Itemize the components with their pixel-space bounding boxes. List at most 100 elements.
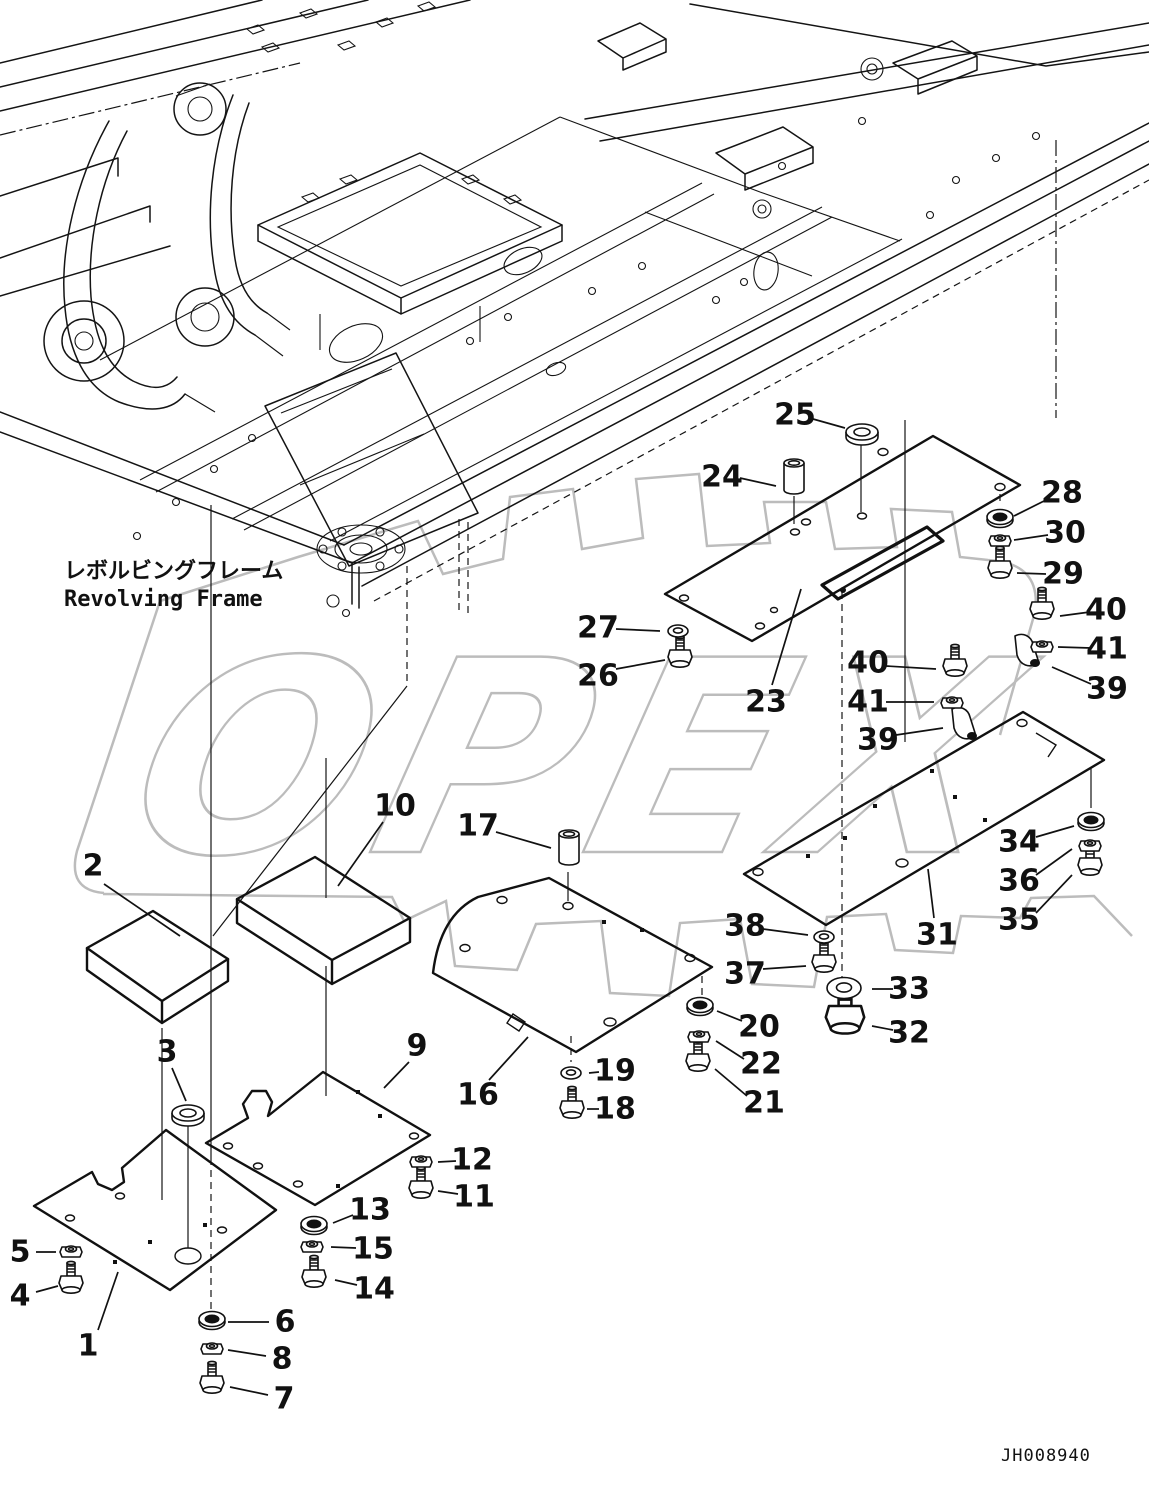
leader-line — [812, 418, 846, 429]
part-number-label: 8 — [272, 1342, 293, 1377]
leader-line — [229, 1386, 269, 1396]
callout-2: 2 — [83, 849, 181, 937]
cover-plates — [32, 434, 1106, 1292]
callout-28: 28 — [986, 476, 1083, 529]
callout-32: 32 — [824, 981, 930, 1051]
leader-line — [927, 868, 935, 919]
part-number-label: 39 — [857, 723, 899, 758]
part-number-label: 36 — [998, 864, 1040, 899]
watermark-text: OPEX — [104, 604, 1062, 916]
bolt-icon — [685, 1038, 711, 1072]
callout-14: 14 — [301, 1254, 395, 1307]
leader-line — [615, 628, 661, 632]
callout-12: 12 — [409, 1143, 493, 1178]
callout-4: 4 — [10, 1260, 84, 1314]
part-number-label: 7 — [274, 1382, 295, 1417]
pad-2 — [85, 909, 230, 1025]
part-number-label: 20 — [738, 1010, 780, 1045]
leader-line — [1035, 825, 1075, 838]
grommet-icon — [198, 1310, 226, 1331]
callout-6: 6 — [198, 1305, 295, 1340]
part-number-label: 3 — [157, 1035, 178, 1070]
callout-36: 36 — [998, 839, 1102, 899]
callout-23: 23 — [745, 588, 802, 720]
part-number-label: 17 — [457, 809, 499, 844]
part-number-label: 4 — [10, 1279, 31, 1314]
part-number-label: 37 — [724, 957, 766, 992]
callout-15: 15 — [300, 1232, 394, 1267]
leader-line — [495, 831, 552, 849]
part-number-label: 12 — [451, 1143, 493, 1178]
leader-line — [714, 1068, 748, 1097]
part-number-label: 35 — [998, 903, 1040, 938]
leader-line — [1035, 874, 1073, 914]
frame-title-jp: レボルビングフレーム — [64, 558, 283, 584]
callout-7: 7 — [199, 1360, 295, 1417]
callout-17: 17 — [457, 809, 580, 866]
part-number-label: 21 — [743, 1086, 785, 1121]
callout-41: 41 — [847, 685, 964, 720]
bolt-icon — [559, 1085, 585, 1119]
part-number-label: 39 — [1086, 672, 1128, 707]
leader-line — [1035, 848, 1073, 876]
part-number-label: 13 — [349, 1193, 391, 1228]
leader-line — [488, 1036, 529, 1081]
ring-icon — [171, 1104, 205, 1127]
leader-line — [1059, 611, 1091, 617]
leader-line — [334, 1279, 358, 1286]
washer-icon — [560, 1066, 582, 1080]
callout-16: 16 — [457, 1036, 529, 1113]
leader-line — [1013, 534, 1049, 541]
part-number-label: 28 — [1041, 476, 1083, 511]
part-number-label: 26 — [577, 659, 619, 694]
leader-line — [762, 965, 807, 970]
document-number: JH008940 — [1001, 1446, 1091, 1466]
leader-line — [1057, 646, 1092, 649]
callout-41: 41 — [1030, 632, 1128, 667]
leader-line — [871, 1025, 894, 1031]
part-number-label: 15 — [352, 1232, 394, 1267]
nut-icon — [409, 1155, 433, 1168]
part-number-label: 14 — [353, 1272, 395, 1307]
nut-icon — [200, 1342, 224, 1355]
spacer-icon — [558, 829, 580, 866]
callout-11: 11 — [408, 1165, 495, 1215]
ring-icon — [845, 423, 879, 446]
callout-26: 26 — [577, 634, 693, 694]
callout-25: 25 — [774, 398, 879, 446]
callout-29: 29 — [987, 545, 1084, 592]
leader-line — [739, 477, 777, 487]
leader-line — [762, 928, 809, 936]
callout-35: 35 — [998, 842, 1103, 938]
leader-line — [337, 821, 384, 887]
callout-1: 1 — [78, 1271, 119, 1364]
part-number-label: 16 — [457, 1078, 499, 1113]
nut-icon — [940, 696, 964, 709]
callouts: 1234567891011121314151617181920212223242… — [10, 398, 1128, 1417]
washer-lg-icon — [826, 976, 862, 1000]
callout-39: 39 — [1014, 633, 1128, 707]
part-number-label: 29 — [1042, 557, 1084, 592]
nut-icon — [988, 534, 1012, 547]
callout-34: 34 — [998, 811, 1105, 860]
callout-22: 22 — [687, 1030, 782, 1082]
part-number-label: 23 — [745, 685, 787, 720]
callout-18: 18 — [559, 1085, 636, 1127]
part-number-label: 10 — [374, 789, 416, 824]
leader-line — [885, 665, 937, 670]
callout-8: 8 — [200, 1342, 293, 1377]
plate-16 — [431, 876, 714, 1054]
part-number-label: 30 — [1044, 516, 1086, 551]
bolt-icon — [58, 1260, 84, 1294]
washer-icon — [667, 624, 689, 638]
leader-line — [97, 1271, 119, 1331]
callout-33: 33 — [826, 972, 930, 1007]
callout-9: 9 — [383, 1029, 427, 1089]
part-number-label: 40 — [1085, 593, 1127, 628]
part-number-label: 31 — [916, 918, 958, 953]
callout-31: 31 — [916, 868, 958, 953]
leader-line — [35, 1285, 59, 1293]
leader-line — [588, 1071, 600, 1074]
leader-line — [437, 1160, 457, 1163]
